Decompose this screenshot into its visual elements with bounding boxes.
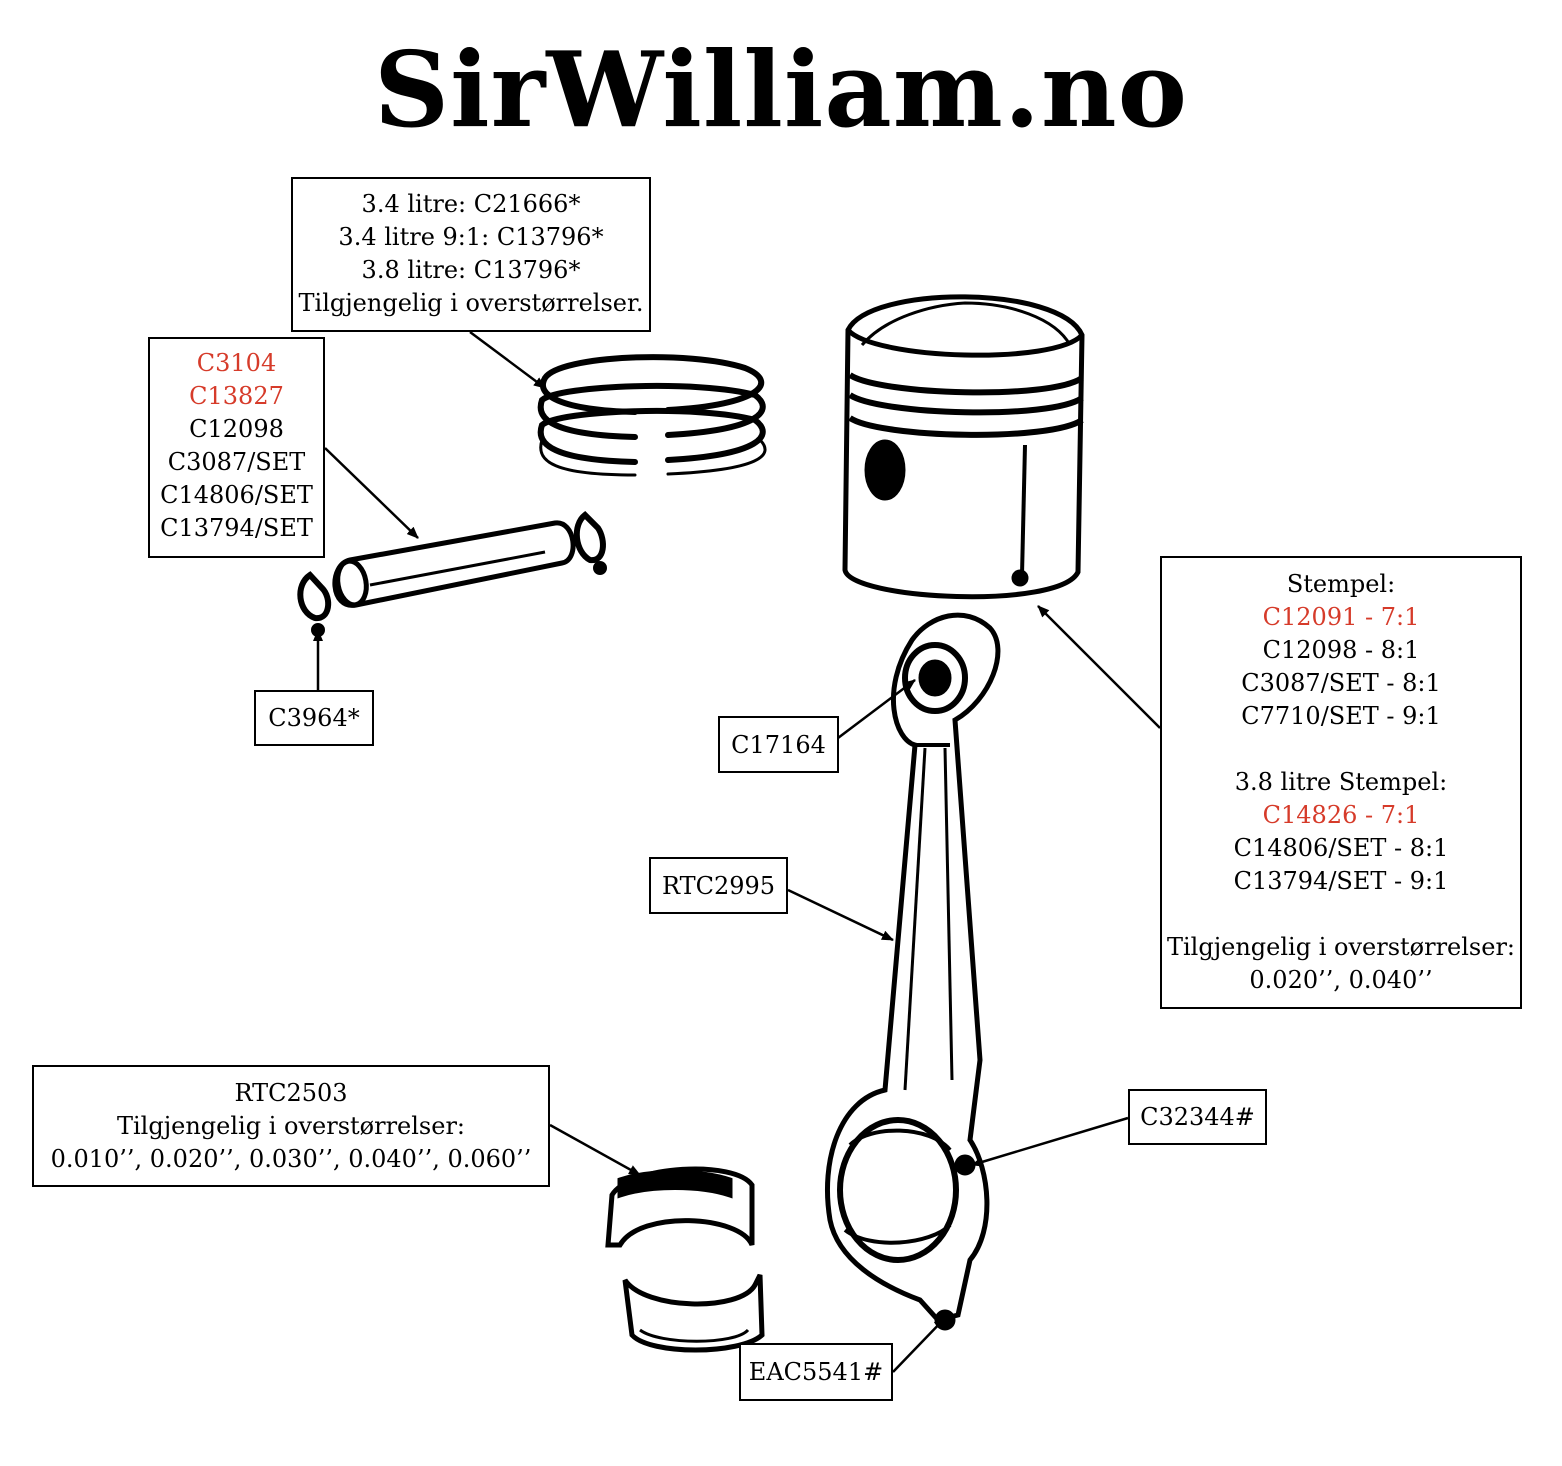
- pin-part-5: C14806/SET: [160, 481, 313, 509]
- conrod-label-box: RTC2995: [649, 857, 788, 914]
- bush-part: C17164: [731, 731, 826, 759]
- site-title: SirWilliam.no: [373, 28, 1189, 151]
- piston-item-2: C12098 - 8:1: [1262, 636, 1420, 664]
- gudgeon-pin-icon: [332, 520, 576, 608]
- rings-line-1: 3.4 litre: C21666*: [361, 190, 581, 218]
- piston-38-item-2: C14806/SET - 8:1: [1233, 834, 1449, 862]
- nut-label-box: EAC5541#: [739, 1343, 893, 1401]
- connecting-rod-icon: [825, 612, 1001, 1331]
- piston-heading-38: 3.8 litre Stempel:: [1234, 768, 1448, 796]
- circlip-part: C3964*: [268, 704, 360, 732]
- rings-label-box: 3.4 litre: C21666* 3.4 litre 9:1: C13796…: [291, 177, 651, 332]
- pin-part-1: C3104: [196, 349, 277, 377]
- rings-line-3: 3.8 litre: C13796*: [361, 256, 581, 284]
- piston-icon: [842, 294, 1085, 600]
- bush-label-box: C17164: [718, 716, 839, 773]
- piston-item-4: C7710/SET - 9:1: [1241, 702, 1441, 730]
- piston-label-box: Stempel: C12091 - 7:1 C12098 - 8:1 C3087…: [1160, 556, 1522, 1009]
- bearing-oversize-label: Tilgjengelig i overstørrelser:: [116, 1112, 466, 1140]
- piston-rings-icon: [537, 354, 767, 477]
- piston-oversize-label: Tilgjengelig i overstørrelser:: [1166, 933, 1516, 961]
- nut-part: EAC5541#: [748, 1358, 884, 1386]
- piston-38-item-1: C14826 - 7:1: [1262, 801, 1420, 829]
- conrod-part: RTC2995: [661, 872, 776, 900]
- rings-line-2: 3.4 litre 9:1: C13796*: [338, 223, 604, 251]
- pin-label-box: C3104 C13827 C12098 C3087/SET C14806/SET…: [148, 337, 325, 558]
- piston-heading: Stempel:: [1286, 570, 1396, 598]
- piston-oversize-values: 0.020’’, 0.040’’: [1249, 966, 1433, 994]
- bearing-part: RTC2503: [234, 1079, 348, 1107]
- circlip-label-box: C3964*: [254, 690, 374, 746]
- piston-item-3: C3087/SET - 8:1: [1241, 669, 1441, 697]
- pin-part-6: C13794/SET: [160, 514, 313, 542]
- pin-part-2: C13827: [189, 382, 284, 410]
- bolt-label-box: C32344#: [1128, 1089, 1267, 1145]
- piston-38-item-3: C13794/SET - 9:1: [1233, 867, 1449, 895]
- bolt-part: C32344#: [1140, 1103, 1255, 1131]
- pin-part-3: C12098: [189, 415, 284, 443]
- piston-item-1: C12091 - 7:1: [1262, 603, 1420, 631]
- bearing-shells-icon: [605, 1166, 765, 1353]
- pin-part-4: C3087/SET: [167, 448, 306, 476]
- bearing-label-box: RTC2503 Tilgjengelig i overstørrelser: 0…: [32, 1065, 550, 1187]
- leader-lines: [313, 330, 1161, 1373]
- rings-line-4: Tilgjengelig i overstørrelser.: [298, 289, 644, 317]
- bearing-oversize-values: 0.010’’, 0.020’’, 0.030’’, 0.040’’, 0.06…: [50, 1145, 532, 1173]
